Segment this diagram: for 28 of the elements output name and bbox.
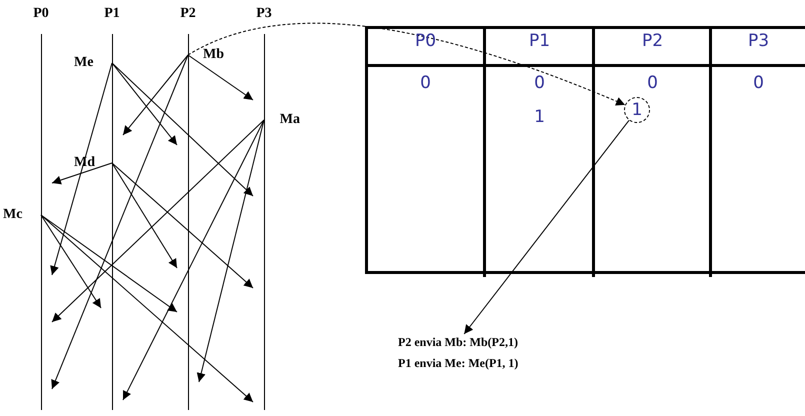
arrow xyxy=(52,120,264,322)
arrow xyxy=(40,214,178,312)
arrow xyxy=(112,62,178,146)
arrow xyxy=(196,120,264,382)
arrow xyxy=(40,214,254,402)
arrow xyxy=(122,54,188,136)
arrow xyxy=(188,54,254,100)
arrow xyxy=(112,162,178,268)
table-value: 0 xyxy=(533,72,546,94)
arrow xyxy=(51,54,188,390)
arrow xyxy=(112,62,254,196)
arrow xyxy=(122,120,264,400)
table-value: 0 xyxy=(646,72,659,94)
arrow xyxy=(40,214,102,308)
column-header: P3 xyxy=(746,30,770,52)
arrow xyxy=(50,62,112,276)
arrow xyxy=(112,162,254,288)
column-header: P1 xyxy=(528,30,552,52)
dashed-arrow xyxy=(188,22,626,106)
column-header: P0 xyxy=(414,30,438,52)
note-text: P1 envia Me: Me(P1, 1) xyxy=(398,355,518,371)
arrow xyxy=(464,120,630,334)
table-value: 0 xyxy=(752,72,765,94)
column-header: P2 xyxy=(640,30,664,52)
note-text: P2 envia Mb: Mb(P2,1) xyxy=(398,334,518,350)
table-value: 0 xyxy=(419,72,432,94)
circled-value: 1 xyxy=(624,97,650,123)
table-value: 1 xyxy=(533,106,546,128)
